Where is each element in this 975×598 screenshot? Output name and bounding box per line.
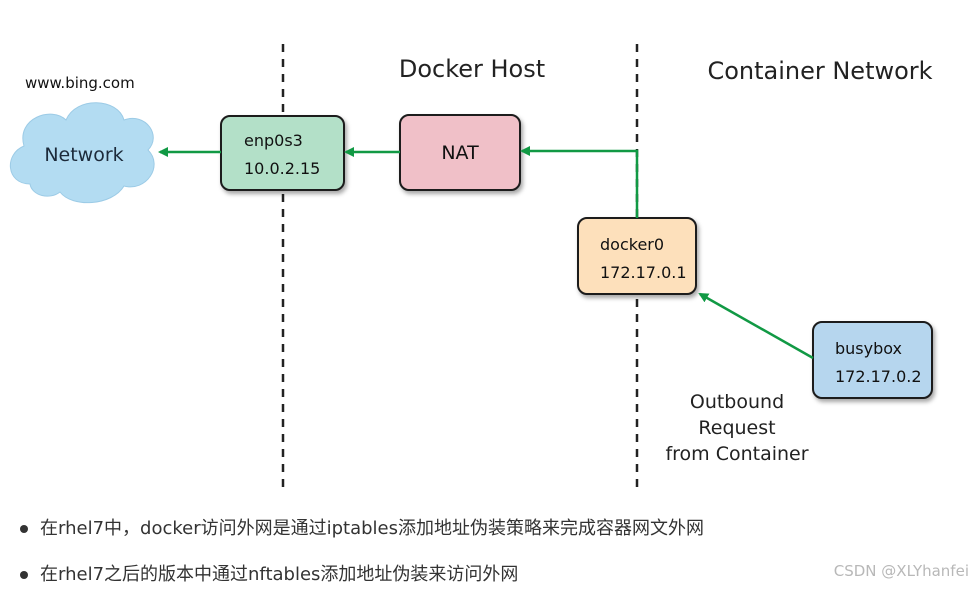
docker0-box <box>577 217 697 295</box>
enp0s3-name: enp0s3 <box>244 131 303 150</box>
network-cloud-label: Network <box>44 144 123 166</box>
network-cloud: Network <box>9 102 155 204</box>
watermark: CSDN @XLYhanfei <box>833 562 969 580</box>
enp0s3-ip: 10.0.2.15 <box>244 159 320 178</box>
outbound-line-2: Request <box>698 417 775 439</box>
docker-nat-diagram: www.bing.com Docker Host Container Netwo… <box>9 44 933 494</box>
note-item: 在rhel7之后的版本中通过nftables添加地址伪装来访问外网 <box>18 552 704 598</box>
docker0-ip: 172.17.0.1 <box>600 263 687 282</box>
enp0s3-interface: enp0s3 10.0.2.15 <box>220 115 345 191</box>
busybox-name: busybox <box>835 339 902 358</box>
docker-host-heading: Docker Host <box>399 55 545 83</box>
docker0-bridge: docker0 172.17.0.1 <box>577 217 697 295</box>
busybox-ip: 172.17.0.2 <box>835 367 922 386</box>
arrow-busybox-to-docker0 <box>698 292 814 360</box>
outbound-line-3: from Container <box>665 443 808 465</box>
docker0-name: docker0 <box>600 235 664 254</box>
busybox-box <box>812 321 933 399</box>
site-label: www.bing.com <box>25 74 135 92</box>
nat-component: NAT <box>399 114 521 191</box>
arrow-docker0-to-nat <box>520 146 639 218</box>
cloud-shape <box>9 102 155 204</box>
nat-label: NAT <box>441 142 479 164</box>
outbound-line-1: Outbound <box>690 391 784 413</box>
notes-list: 在rhel7中，docker访问外网是通过iptables添加地址伪装策略来完成… <box>18 506 704 598</box>
outbound-request-caption: Outbound Request from Container <box>665 391 808 465</box>
busybox-container: busybox 172.17.0.2 <box>812 321 933 399</box>
traffic-arrows <box>158 146 814 360</box>
note-item: 在rhel7中，docker访问外网是通过iptables添加地址伪装策略来完成… <box>18 506 704 552</box>
enp0s3-box <box>220 115 345 191</box>
container-network-heading: Container Network <box>707 57 932 85</box>
